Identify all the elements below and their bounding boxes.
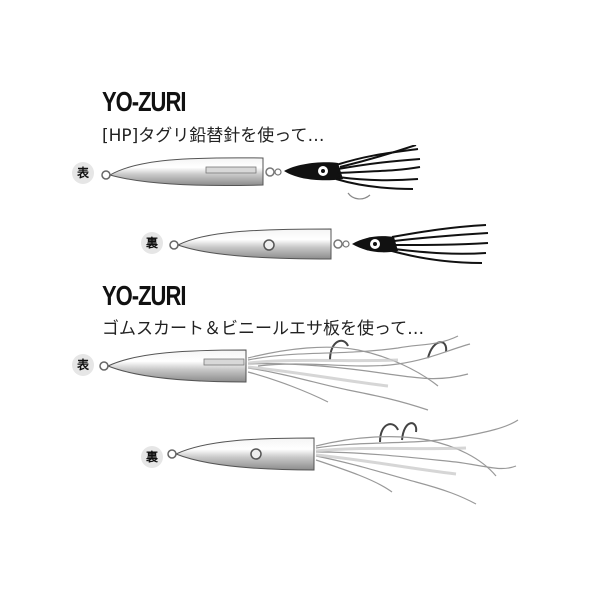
front-side-label: 表: [72, 162, 94, 184]
lure-with-rubber-skirt-back: [167, 419, 519, 505]
front-side-label: 表: [72, 354, 94, 376]
brand-logo: YO-ZURI: [102, 86, 186, 118]
lure-with-octopus-skirt-back: [169, 224, 489, 264]
back-side-label: 裏: [141, 232, 163, 254]
brand-logo: YO-ZURI: [102, 280, 186, 312]
lure-with-rubber-skirt-front: [99, 335, 471, 411]
lure-with-octopus-skirt-front: [101, 145, 421, 200]
back-side-label: 裏: [141, 446, 163, 468]
section-caption: ゴムスカート＆ビニールエサ板を使って…: [102, 319, 425, 339]
section-caption: [HP]タグリ鉛替針を使って…: [102, 126, 325, 146]
